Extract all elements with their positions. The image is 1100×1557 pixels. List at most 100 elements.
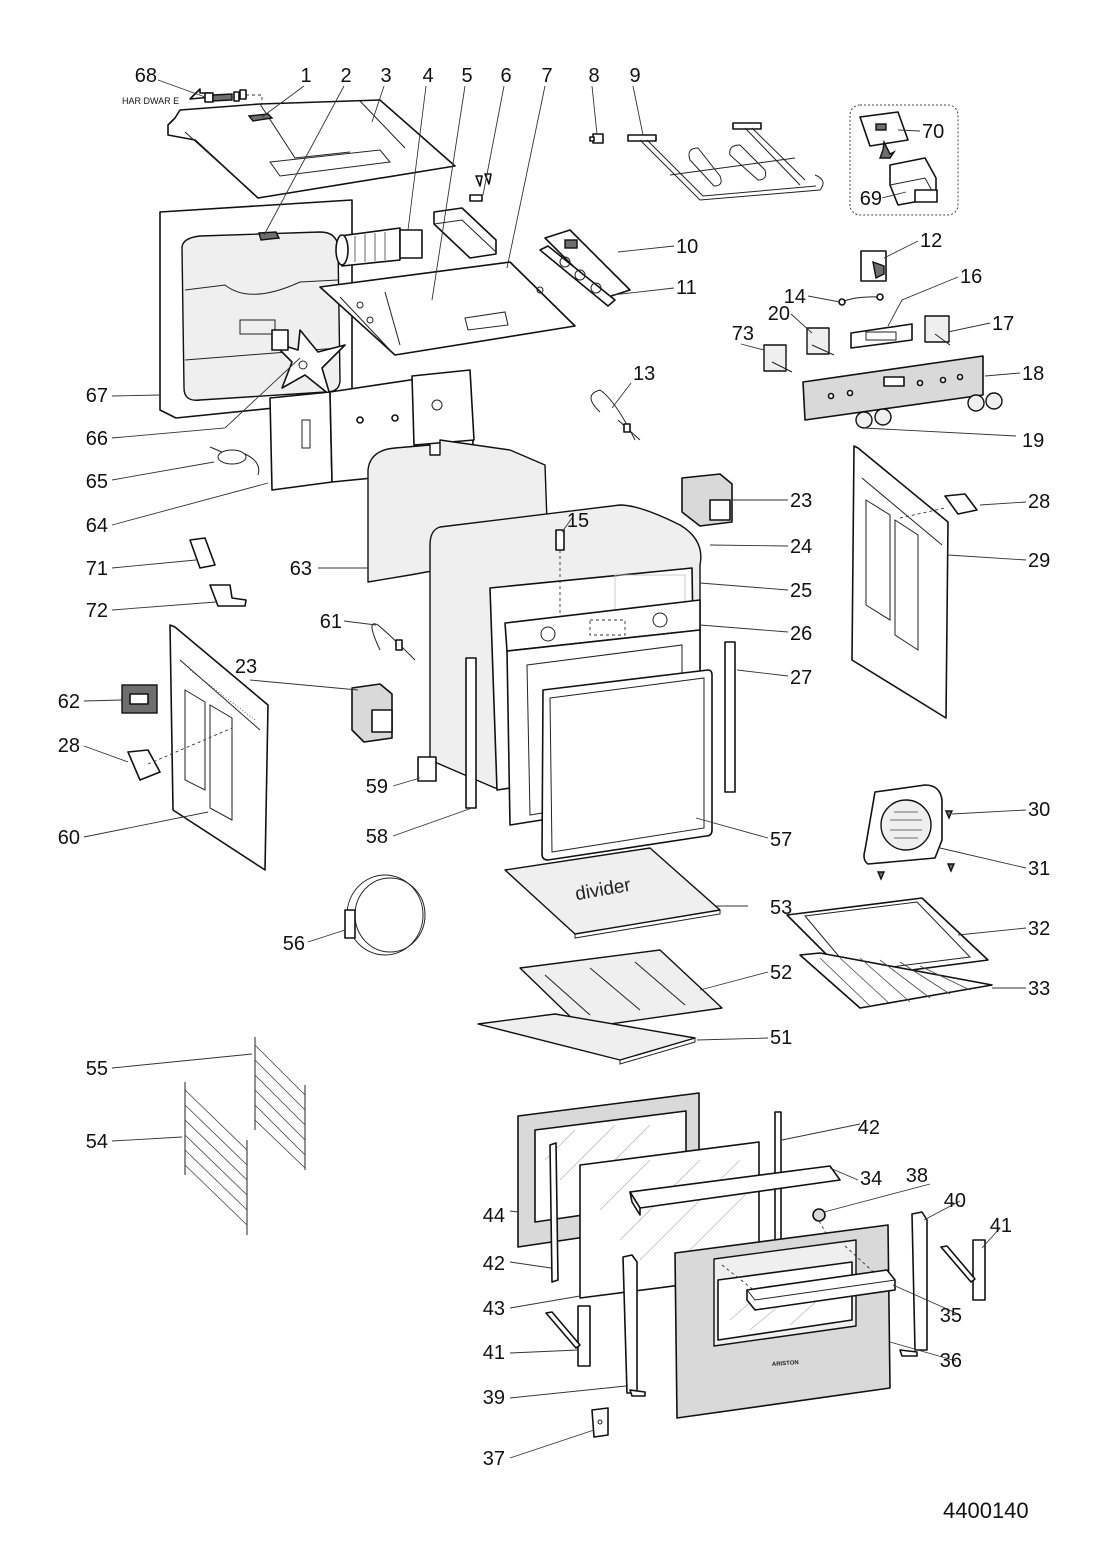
callout-leader-line xyxy=(611,382,632,409)
callout-label: 10 xyxy=(676,236,698,258)
callout-53: 53 xyxy=(716,897,792,919)
callout-leader-line xyxy=(111,357,301,439)
callout-leader-line xyxy=(307,929,346,943)
callout-13: 13 xyxy=(611,363,655,409)
callout-leader-line xyxy=(892,1284,957,1314)
callout-leader-line xyxy=(263,85,345,236)
callout-39: 39 xyxy=(483,1385,627,1409)
callout-leader-line xyxy=(111,1053,253,1069)
part-door-switch xyxy=(189,537,216,569)
callout-label: 69 xyxy=(860,188,882,210)
callout-56: 56 xyxy=(283,929,346,955)
callout-label: 27 xyxy=(790,667,812,689)
callout-leader-line xyxy=(699,624,789,633)
callout-leader-line xyxy=(509,1349,579,1354)
callout-label: 6 xyxy=(500,65,511,87)
callout-73: 73 xyxy=(732,323,765,351)
callout-label: 40 xyxy=(944,1190,966,1212)
callout-leader-line xyxy=(736,669,789,677)
callout-label: 14 xyxy=(784,286,806,308)
callout-label: 29 xyxy=(1028,550,1050,572)
callout-6: 6 xyxy=(482,65,512,196)
callout-1: 1 xyxy=(261,65,312,118)
part-side-handle-right xyxy=(944,493,978,515)
callout-label: 1 xyxy=(300,65,311,87)
part-terminal-cover xyxy=(433,207,497,259)
part-link-wire xyxy=(838,293,884,306)
part-door-seal xyxy=(541,669,713,861)
part-hinge-receiver xyxy=(591,1407,609,1438)
callout-leader-line xyxy=(392,777,421,787)
callout-label: 38 xyxy=(906,1165,928,1187)
callout-leader-line xyxy=(83,745,129,763)
callout-2: 2 xyxy=(263,65,352,236)
callout-label: 19 xyxy=(1022,430,1044,452)
callout-leader-line xyxy=(506,85,546,269)
callout-leader-line xyxy=(984,372,1021,377)
callout-11: 11 xyxy=(611,277,697,299)
callout-leader-line xyxy=(790,313,813,334)
part-door-strip-left xyxy=(549,1142,559,1283)
callout-leader-line xyxy=(781,1123,861,1141)
callout-label: 25 xyxy=(790,580,812,602)
callout-leader-line xyxy=(343,620,377,626)
part-side-panel-right xyxy=(851,445,949,719)
part-fan-cover-screws xyxy=(876,810,956,881)
callout-label: 4 xyxy=(422,65,433,87)
callout-41b: 41 xyxy=(483,1342,579,1364)
callout-leader-line xyxy=(509,1261,552,1269)
callout-leader-line xyxy=(883,240,919,259)
part-divider-shelf: divider xyxy=(504,847,721,939)
callout-28a: 28 xyxy=(979,491,1050,513)
part-side-panel-left xyxy=(147,624,269,871)
callout-leader-line xyxy=(699,971,769,991)
callout-43: 43 xyxy=(483,1295,581,1320)
part-thermal-cutout xyxy=(589,133,604,144)
callout-label: 58 xyxy=(366,826,388,848)
callout-60: 60 xyxy=(58,811,209,849)
callout-leader-line xyxy=(509,1295,581,1309)
callout-23b: 23 xyxy=(235,656,359,691)
callout-10: 10 xyxy=(617,236,698,258)
callout-leader-line xyxy=(482,85,505,196)
callout-leader-line xyxy=(371,85,385,123)
callout-leader-line xyxy=(407,85,427,231)
part-outer-door-glass: ARISTON xyxy=(674,1224,891,1419)
part-clip xyxy=(417,756,437,782)
callout-55: 55 xyxy=(86,1053,253,1080)
callout-label: 57 xyxy=(770,829,792,851)
part-top-panel xyxy=(319,261,576,356)
callout-leader-line xyxy=(699,582,789,591)
callout-label: 7 xyxy=(541,65,552,87)
callout-label: 39 xyxy=(483,1387,505,1409)
callout-70: 70 xyxy=(897,121,944,143)
part-timer xyxy=(860,250,887,282)
part-circular-element xyxy=(344,874,426,956)
callout-leader-line xyxy=(887,276,959,327)
part-top-cover xyxy=(167,99,456,199)
part-switch xyxy=(763,344,793,373)
callout-label: 9 xyxy=(629,65,640,87)
callout-label: 11 xyxy=(676,277,697,299)
part-grill-element xyxy=(627,122,824,201)
callout-label: 61 xyxy=(320,611,342,633)
callout-label: 66 xyxy=(86,428,108,450)
callout-label: 26 xyxy=(790,623,812,645)
callout-label: 68 xyxy=(135,65,157,87)
callout-28b: 28 xyxy=(58,735,129,763)
callout-label: 60 xyxy=(58,827,80,849)
part-hinge-left xyxy=(545,1305,591,1367)
callout-leader-line xyxy=(111,559,197,569)
callout-26: 26 xyxy=(699,623,812,645)
part-control-board xyxy=(539,229,631,307)
callout-36: 36 xyxy=(889,1341,962,1372)
callout-leader-line xyxy=(823,1183,931,1213)
callout-65: 65 xyxy=(86,461,215,493)
callout-62: 62 xyxy=(58,691,123,713)
callout-leader-line xyxy=(951,809,1027,815)
callout-15: 15 xyxy=(561,510,589,533)
callout-33: 33 xyxy=(992,978,1050,1000)
callout-64: 64 xyxy=(86,482,269,537)
callout-35: 35 xyxy=(892,1284,962,1327)
